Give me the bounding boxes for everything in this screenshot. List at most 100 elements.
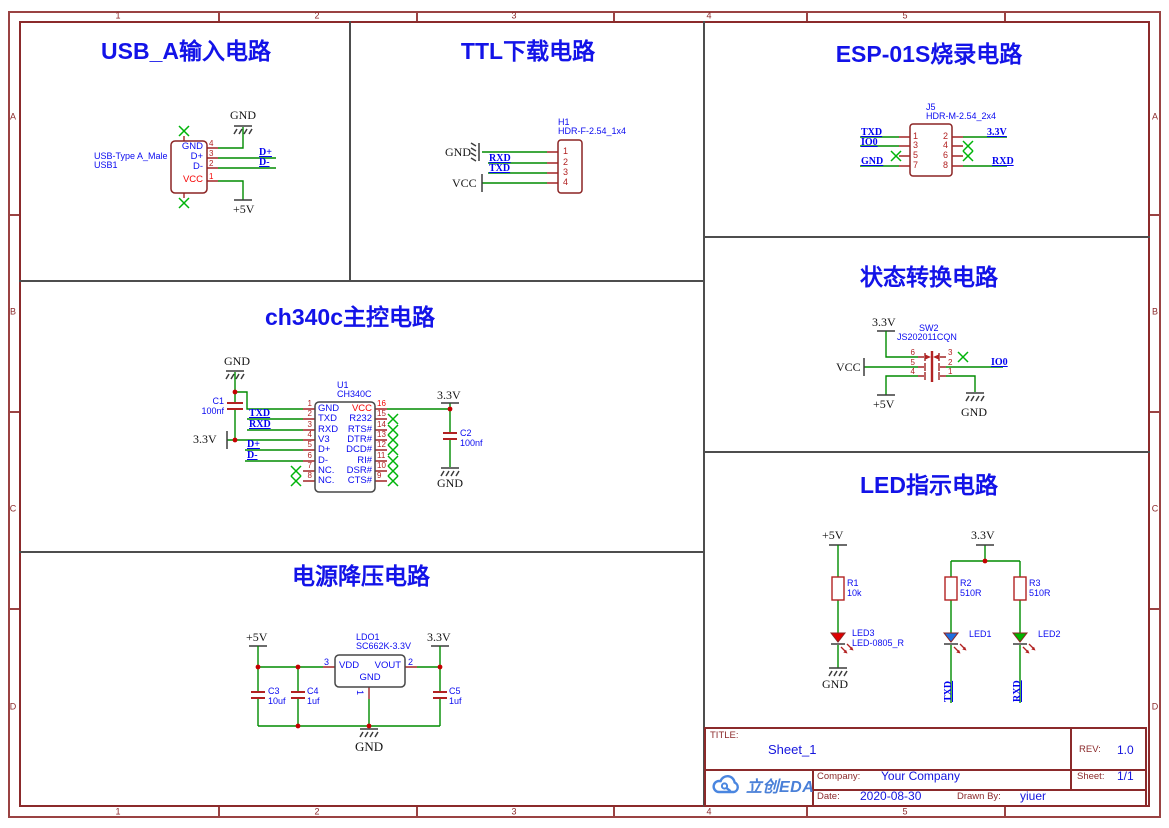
drawn-by-value[interactable]: yiuer	[1020, 789, 1047, 803]
esp-header-circuit[interactable]	[860, 123, 1007, 177]
net-label-rxd[interactable]: RXD	[489, 153, 511, 164]
date-value[interactable]: 2020-08-30	[860, 789, 922, 803]
section-title-ldo[interactable]: 电源降压电路	[292, 563, 430, 589]
power-label-5v[interactable]: +5V	[246, 630, 268, 644]
led-indicator-circuit[interactable]	[828, 544, 1037, 703]
ldo-regulator-circuit[interactable]	[248, 645, 450, 738]
led1-symbol[interactable]	[942, 632, 968, 655]
component-part[interactable]: USB-Type A_Male	[94, 151, 168, 161]
led3-symbol[interactable]	[829, 632, 855, 655]
section-title-ttl[interactable]: TTL下载电路	[460, 38, 596, 64]
component-part[interactable]: LED-0805_R	[852, 638, 905, 648]
component-ref[interactable]: USB1	[94, 160, 118, 170]
power-label-gnd[interactable]: GND	[445, 145, 471, 159]
net-label-txd[interactable]: TXD	[249, 408, 271, 419]
component-ref[interactable]: R1	[847, 578, 859, 588]
component-ref[interactable]: C1	[212, 396, 224, 406]
power-label-vcc[interactable]: VCC	[452, 176, 477, 190]
pin-name: VCC	[182, 174, 203, 185]
power-label-33v[interactable]: 3.3V	[437, 388, 461, 402]
sheet-value[interactable]: 1/1	[1117, 769, 1134, 783]
section-title-usb[interactable]: USB_A输入电路	[101, 38, 271, 64]
component-ref[interactable]: U1	[337, 380, 349, 390]
power-label-5v[interactable]: +5V	[822, 528, 844, 542]
component-ref[interactable]: LED1	[969, 629, 992, 639]
power-label-5v[interactable]: +5V	[873, 397, 895, 411]
net-label-rxd[interactable]: RXD	[1012, 680, 1023, 702]
component-value[interactable]: 10uf	[268, 696, 286, 706]
net-label-rxd[interactable]: RXD	[992, 156, 1014, 167]
net-label-dplus[interactable]: D+	[247, 439, 260, 450]
pin-name: TXD	[318, 413, 337, 424]
pin-number: 15	[377, 409, 386, 418]
component-value[interactable]: 100nf	[460, 438, 483, 448]
component-ref[interactable]: J5	[926, 102, 936, 112]
net-label-txd[interactable]: TXD	[861, 127, 883, 138]
component-part[interactable]: SC662K-3.3V	[356, 641, 412, 651]
component-ref[interactable]: SW2	[919, 323, 939, 333]
component-ref[interactable]: C3	[268, 686, 280, 696]
power-label-gnd[interactable]: GND	[355, 739, 384, 754]
ch340c-ic-circuit[interactable]	[225, 370, 460, 493]
ruler-col-label: 4	[706, 10, 712, 21]
net-label-txd[interactable]: TXD	[943, 680, 954, 702]
power-label-gnd[interactable]: GND	[224, 354, 250, 368]
power-label-gnd[interactable]: GND	[437, 476, 463, 490]
rev-value[interactable]: 1.0	[1117, 743, 1134, 757]
component-value[interactable]: 1uf	[307, 696, 320, 706]
net-label-dminus[interactable]: D-	[259, 157, 270, 168]
component-value[interactable]: 1uf	[449, 696, 462, 706]
title-block	[704, 727, 1147, 807]
power-label-gnd[interactable]: GND	[822, 677, 848, 691]
component-ref[interactable]: C5	[449, 686, 461, 696]
section-title-esp[interactable]: ESP-01S烧录电路	[835, 41, 1023, 67]
ruler-tick	[613, 11, 615, 21]
power-label-33v[interactable]: 3.3V	[427, 630, 451, 644]
component-ref[interactable]: LED2	[1038, 629, 1061, 639]
power-label-33v[interactable]: 3.3V	[872, 315, 896, 329]
component-ref[interactable]: LDO1	[356, 632, 380, 642]
component-ref[interactable]: C2	[460, 428, 472, 438]
component-value[interactable]: 10k	[847, 588, 862, 598]
component-value[interactable]: 100nf	[201, 406, 224, 416]
component-part[interactable]: HDR-F-2.54_1x4	[558, 126, 627, 136]
net-label-txd[interactable]: TXD	[489, 163, 511, 174]
slide-switch-circuit[interactable]	[863, 330, 1003, 402]
component-part[interactable]: CH340C	[337, 389, 372, 399]
net-label-dplus[interactable]: D+	[259, 147, 272, 158]
component-part[interactable]: JS202011CQN	[897, 332, 957, 342]
power-label-33v[interactable]: 3.3V	[971, 528, 995, 542]
net-label-dminus[interactable]: D-	[247, 450, 258, 461]
component-ref[interactable]: LED3	[852, 628, 875, 638]
net-label-rxd[interactable]: RXD	[249, 419, 271, 430]
sheet-title-value[interactable]: Sheet_1	[768, 742, 817, 757]
power-label-gnd[interactable]: GND	[230, 108, 256, 122]
power-label-5v[interactable]: +5V	[233, 202, 255, 216]
net-label-io0[interactable]: IO0	[991, 357, 1008, 368]
ttl-header-circuit[interactable]	[470, 139, 583, 194]
section-title-sw[interactable]: 状态转换电路	[860, 264, 998, 290]
power-label-33v[interactable]: 3.3V	[193, 432, 217, 446]
component-ref[interactable]: C4	[307, 686, 319, 696]
component-part[interactable]: HDR-M-2.54_2x4	[926, 111, 997, 121]
component-ref[interactable]: R3	[1029, 578, 1041, 588]
pin-name: CTS#	[347, 475, 372, 486]
power-label-gnd[interactable]: GND	[961, 405, 987, 419]
section-title-led[interactable]: LED指示电路	[860, 472, 998, 498]
ruler-col-label: 5	[902, 10, 908, 21]
net-label-io0[interactable]: IO0	[861, 137, 878, 148]
component-ref[interactable]: R2	[960, 578, 972, 588]
led2-symbol[interactable]	[1011, 632, 1037, 655]
power-label-vcc[interactable]: VCC	[836, 360, 861, 374]
component-ref[interactable]: H1	[558, 117, 570, 127]
net-label-gnd[interactable]: GND	[861, 156, 884, 167]
net-label-33v[interactable]: 3.3V	[987, 127, 1007, 138]
company-value[interactable]: Your Company	[881, 769, 960, 783]
section-title-ch340[interactable]: ch340c主控电路	[264, 304, 436, 330]
pin-name: GND	[359, 672, 381, 683]
pin-number: 3	[209, 149, 214, 158]
usb-connector-circuit[interactable]	[170, 125, 276, 209]
component-value[interactable]: 510R	[960, 588, 982, 598]
component-value[interactable]: 510R	[1029, 588, 1051, 598]
